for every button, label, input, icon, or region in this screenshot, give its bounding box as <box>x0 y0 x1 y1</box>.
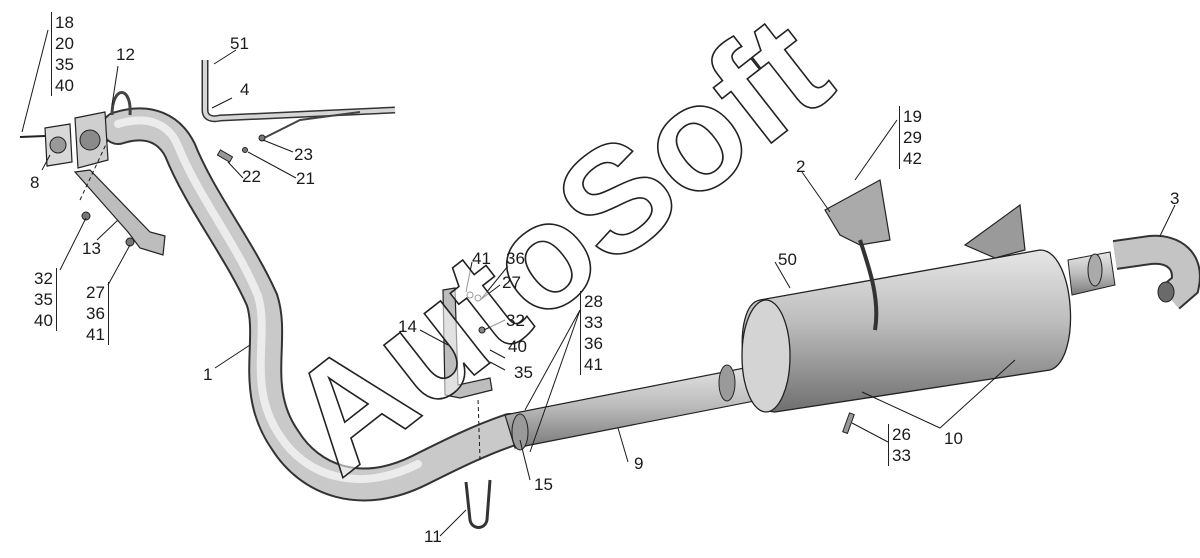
callout-3: 3 <box>1170 189 1180 208</box>
callout-27: 27 <box>502 273 521 292</box>
callout-21: 21 <box>296 169 315 188</box>
stack-item: 26 <box>892 425 911 444</box>
stack-32-35-40: 32 35 40 <box>34 268 57 331</box>
callout-51: 51 <box>230 34 249 53</box>
callout-1: 1 <box>203 365 213 384</box>
stack-item: 36 <box>584 334 603 353</box>
stack-item: 35 <box>514 363 533 382</box>
callout-36: 36 <box>506 249 525 268</box>
stack-item: 33 <box>892 446 911 465</box>
stack-item: 29 <box>903 128 922 147</box>
hanger-part-11 <box>464 479 492 529</box>
bolt <box>842 412 855 435</box>
callout-9: 9 <box>634 454 644 473</box>
stack-item: 41 <box>584 355 603 374</box>
callout-2: 2 <box>796 157 806 176</box>
stack-28-33-36-41: 28 33 36 41 <box>580 291 603 375</box>
callout-50: 50 <box>778 250 797 269</box>
muffler-bracket-part-2 <box>824 179 1026 331</box>
callout-8: 8 <box>30 173 40 192</box>
stack-item: 32 <box>506 311 525 330</box>
bracket-part-14 <box>442 287 493 399</box>
clamp-part-12 <box>110 91 132 116</box>
stack-item: 35 <box>55 55 74 74</box>
muffler-part-50 <box>741 249 1116 413</box>
callout-22: 22 <box>242 167 261 186</box>
callout-41: 41 <box>472 249 491 268</box>
bracket-part-13 <box>73 169 166 256</box>
stack-26-33: 26 33 <box>888 424 911 466</box>
callout-15: 15 <box>534 475 553 494</box>
stack-item: 40 <box>508 337 527 356</box>
stack-27-36-41: 27 36 41 <box>86 282 109 345</box>
stack-item: 28 <box>584 292 603 311</box>
exhaust-pipe-part-1 <box>101 107 527 502</box>
flange <box>19 111 109 169</box>
stack-item: 19 <box>903 107 922 126</box>
stack-item: 27 <box>86 283 105 302</box>
stack-item: 36 <box>86 304 105 323</box>
callout-12: 12 <box>116 45 135 64</box>
stack-item: 20 <box>55 34 74 53</box>
callout-11: 11 <box>424 527 442 546</box>
stack-item: 33 <box>584 313 603 332</box>
tail-pipe-part-3 <box>1112 234 1200 310</box>
rod-part-4 <box>201 60 396 163</box>
callout-4: 4 <box>240 80 250 99</box>
stack-32-40-35: 32 40 35 <box>506 308 533 386</box>
stack-item: 32 <box>34 269 53 288</box>
callout-13: 13 <box>82 239 101 258</box>
stack-18-20-35-40: 18 20 35 40 <box>51 12 74 96</box>
leader-lines <box>21 29 1176 537</box>
callout-14: 14 <box>398 317 417 336</box>
stack-item: 41 <box>86 325 105 344</box>
callout-10: 10 <box>944 429 963 448</box>
stack-item: 40 <box>55 76 74 95</box>
stack-19-29-42: 19 29 42 <box>899 106 922 169</box>
stack-item: 40 <box>34 311 53 330</box>
stack-item: 18 <box>55 13 74 32</box>
stack-item: 35 <box>34 290 53 309</box>
callout-23: 23 <box>294 145 313 164</box>
stack-item: 42 <box>903 149 922 168</box>
